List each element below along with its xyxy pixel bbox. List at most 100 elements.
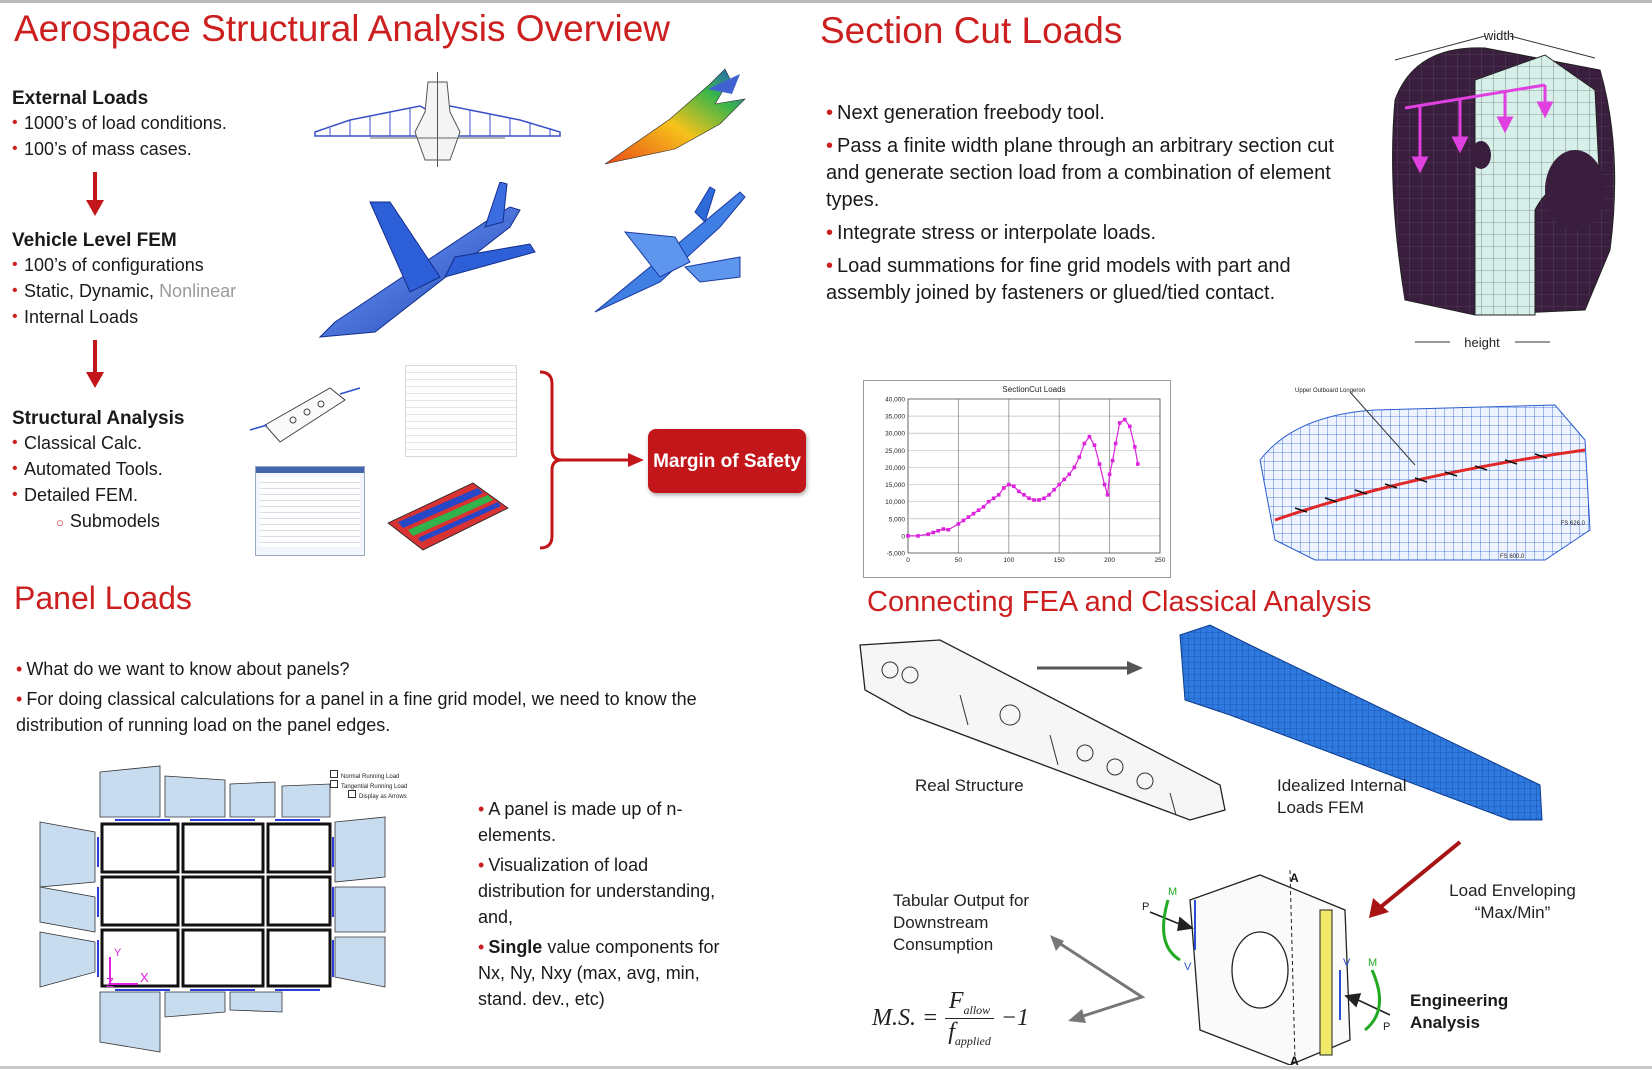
top-rule — [0, 0, 1652, 3]
chart-data-point — [906, 534, 910, 538]
vehicle-fem-block: Vehicle Level FEM 100’s of configuration… — [12, 230, 236, 330]
chart-data-point — [1102, 482, 1107, 487]
chart-data-point — [936, 528, 941, 533]
overview-title: Aerospace Structural Analysis Overview — [14, 8, 670, 49]
section-cut-bullet: •Load summations for fine grid models wi… — [826, 255, 1291, 304]
chart-data-point — [1057, 482, 1061, 487]
panel-loads-bullets: •What do we want to know about panels? •… — [16, 656, 776, 742]
chart-y-tick-label: 5,000 — [889, 516, 906, 523]
vehicle-item-text: Static, Dynamic, — [24, 281, 155, 301]
formula-tail: −1 — [1000, 1004, 1030, 1031]
fighter-fem-model — [590, 182, 750, 327]
chart-y-tick-label: 30,000 — [885, 431, 905, 438]
formula-denominator: fapplied — [944, 1019, 995, 1049]
chart-data-point — [996, 493, 1001, 497]
chart-data-point — [946, 527, 951, 532]
num-sub: allow — [963, 1002, 991, 1017]
chart-data-point — [986, 499, 991, 504]
bullet-text: Pass a finite width plane through an arb… — [826, 135, 1334, 211]
fighter-stress-model — [600, 64, 750, 179]
sectioncut-chart-svg: SectionCut Loads-5,00005,00010,00015,000… — [885, 385, 1166, 564]
chart-y-tick-label: 0 — [901, 533, 905, 540]
v2-label: V — [1184, 961, 1192, 973]
m2-label: M — [1168, 886, 1177, 898]
bullet-text: Visualization of load distribution for u… — [478, 855, 716, 927]
structural-analysis-block: Structural Analysis Classical Calc. Auto… — [12, 408, 184, 536]
section-a-top-label: A — [1290, 871, 1299, 885]
idealized-fem-figure — [1170, 620, 1550, 830]
structural-heading: Structural Analysis — [12, 408, 185, 429]
bullet-text: Integrate stress or interpolate loads. — [837, 222, 1157, 244]
legend-label: Normal Running Load — [341, 774, 400, 780]
height-label: height — [1464, 335, 1500, 350]
chart-x-tick-label: 50 — [955, 557, 963, 564]
chart-x-tick-label: 100 — [1003, 557, 1014, 564]
tabular-output-caption: Tabular Output for Downstream Consumptio… — [893, 891, 1030, 954]
chart-data-point — [1017, 489, 1021, 494]
chart-y-tick-label: 25,000 — [885, 448, 905, 455]
chart-x-tick-label: 150 — [1054, 557, 1065, 564]
margin-of-safety-button[interactable]: Margin of Safety — [648, 429, 806, 493]
chart-data-point — [1022, 493, 1026, 497]
right-arrow-icon — [1037, 658, 1147, 683]
chart-x-tick-label: 200 — [1104, 557, 1115, 564]
diagonal-arrow-icon — [1355, 840, 1465, 935]
chart-data-point — [971, 511, 976, 516]
panel-right-bullet: •Single value components for Nx, Ny, Nxy… — [478, 937, 720, 1009]
chart-x-tick-label: 0 — [906, 557, 910, 564]
section-cut-bullet: •Next generation freebody tool. — [826, 102, 1105, 124]
chart-y-tick-label: 35,000 — [885, 414, 905, 421]
margin-formula: M.S. = Fallow fapplied −1 — [872, 988, 1029, 1049]
external-loads-heading: External Loads — [12, 88, 149, 109]
chart-data-point — [1052, 487, 1056, 492]
chart-data-point — [1113, 441, 1118, 446]
bullet-text: Next generation freebody tool. — [837, 102, 1105, 124]
vehicle-item: Internal Loads — [12, 304, 236, 330]
chart-data-point — [1037, 498, 1041, 502]
section-cut-title: Section Cut Loads — [820, 10, 1123, 51]
chart-data-point — [1087, 434, 1092, 439]
chart-data-point — [956, 522, 961, 526]
chart-data-point — [931, 530, 935, 535]
chart-x-tick-label: 250 — [1155, 557, 1166, 564]
p1-label: P — [1383, 1021, 1390, 1033]
panel-right-bullet: •Visualization of load distribution for … — [478, 855, 716, 927]
chart-data-point — [1105, 493, 1110, 497]
chart-data-point — [1042, 496, 1046, 501]
den-sub: applied — [954, 1033, 991, 1048]
section-cut-bullet: •Integrate stress or interpolate loads. — [826, 222, 1157, 244]
vehicle-fem-heading: Vehicle Level FEM — [12, 230, 177, 251]
legend-item: Tangential Running Load — [330, 780, 407, 790]
chart-data-point — [1122, 417, 1127, 422]
submodels-item: ○Submodels — [12, 508, 184, 536]
chart-data-point — [961, 518, 966, 523]
fs600-label: FS 600.0 — [1500, 554, 1525, 560]
chart-plot-area — [907, 398, 1161, 554]
submodels-label: Submodels — [69, 511, 160, 531]
chart-data-point — [1062, 477, 1067, 482]
fitting-free-body-diagram: A A P P M M V V — [1140, 869, 1400, 1070]
structural-item: Classical Calc. — [12, 430, 184, 456]
real-structure-caption: Real Structure — [915, 776, 1024, 795]
den-letter: f — [948, 1018, 955, 1045]
chart-y-tick-label: 15,000 — [885, 482, 905, 489]
wing-panel-fem-figure — [383, 478, 513, 558]
engineering-analysis-caption: Engineering Analysis — [1410, 991, 1509, 1032]
chart-data-point — [1077, 455, 1082, 459]
legend-item: Display as Arrows — [330, 790, 407, 800]
tool-screenshot-figure — [255, 466, 365, 556]
down-arrow-icon — [85, 340, 105, 395]
lug-sketch-figure — [245, 380, 365, 460]
bullet-text: For doing classical calculations for a p… — [16, 689, 697, 735]
structural-item: Detailed FEM. — [12, 482, 184, 508]
p2-label: P — [1142, 901, 1149, 913]
fs626-label: FS 626.0 — [1561, 521, 1586, 527]
width-label: width — [1483, 30, 1514, 43]
axis-x-label: X — [140, 970, 149, 985]
bidirectional-arrow-icon — [1050, 935, 1150, 1030]
bottom-rule — [0, 1066, 1652, 1069]
chart-y-tick-label: 20,000 — [885, 465, 905, 472]
airliner-fem-model — [315, 181, 540, 347]
external-loads-block: External Loads 1000’s of load conditions… — [12, 88, 227, 162]
chart-data-point — [1012, 484, 1016, 489]
